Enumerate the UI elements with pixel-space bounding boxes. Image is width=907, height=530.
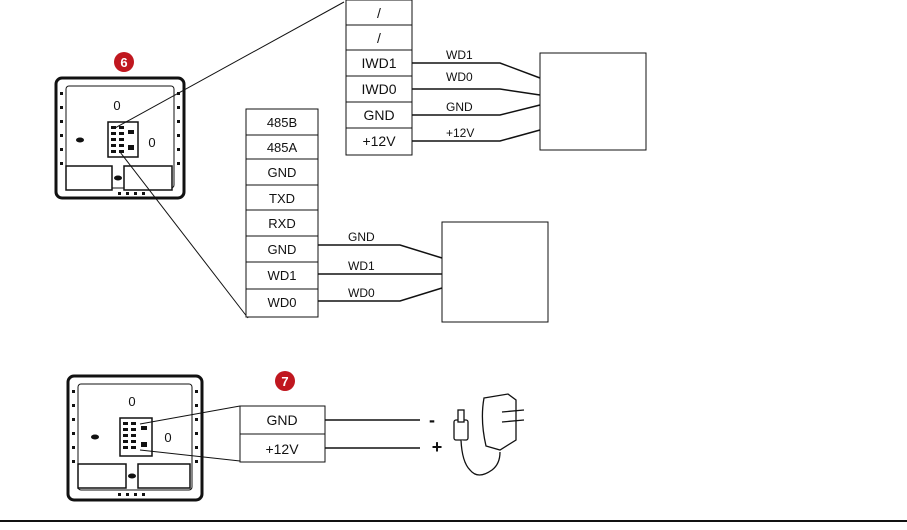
terminal-top-row: / [377, 30, 381, 46]
polarity-plus: + [432, 437, 443, 457]
device-label-top: 0 [128, 394, 135, 409]
terminal-top-wires [412, 63, 540, 141]
terminal-top: / / IWD1 IWD0 GND +12V [346, 0, 412, 155]
badge-7-label: 7 [281, 374, 288, 389]
terminal-bottom: GND +12V [240, 406, 325, 462]
wire-label: WD1 [446, 48, 473, 62]
terminal-top-row: IWD1 [362, 55, 397, 71]
controller-device-top: 0 0 [56, 78, 184, 198]
terminal-top-row: IWD0 [362, 81, 397, 97]
terminal-left: 485B 485A GND TXD RXD GND WD1 WD0 [246, 109, 318, 317]
terminal-left-row: 485B [267, 115, 297, 130]
terminal-top-row: GND [363, 107, 394, 123]
badge-6-label: 6 [120, 55, 127, 70]
terminal-left-row: GND [268, 242, 297, 257]
wire-label: +12V [446, 126, 474, 140]
wire-label: WD0 [348, 286, 375, 300]
terminal-top-row: +12V [362, 133, 396, 149]
terminal-bottom-row: +12V [265, 441, 299, 457]
terminal-bottom-row: GND [266, 412, 297, 428]
wire-label: GND [348, 230, 375, 244]
polarity-minus: - [429, 410, 435, 430]
terminal-left-row: WD0 [268, 295, 297, 310]
device-label-top: 0 [113, 98, 120, 113]
wire-label: WD1 [348, 259, 375, 273]
terminal-left-row: 485A [267, 140, 298, 155]
reader-box-bottom [442, 222, 548, 322]
device-label-side: 0 [148, 135, 155, 150]
terminal-left-row: RXD [268, 216, 295, 231]
terminal-left-row: WD1 [268, 268, 297, 283]
terminal-top-row: / [377, 5, 381, 21]
device-label-side: 0 [164, 430, 171, 445]
power-adapter-icon [454, 394, 524, 475]
terminal-left-row: GND [268, 165, 297, 180]
badge-7: 7 [275, 371, 295, 391]
reader-box-top [540, 53, 646, 150]
wire-label: WD0 [446, 70, 473, 84]
controller-device-bottom: 0 0 [68, 376, 202, 500]
badge-6: 6 [114, 52, 134, 72]
terminal-left-row: TXD [269, 191, 295, 206]
wire-label: GND [446, 100, 473, 114]
terminal-left-wires [318, 245, 442, 301]
